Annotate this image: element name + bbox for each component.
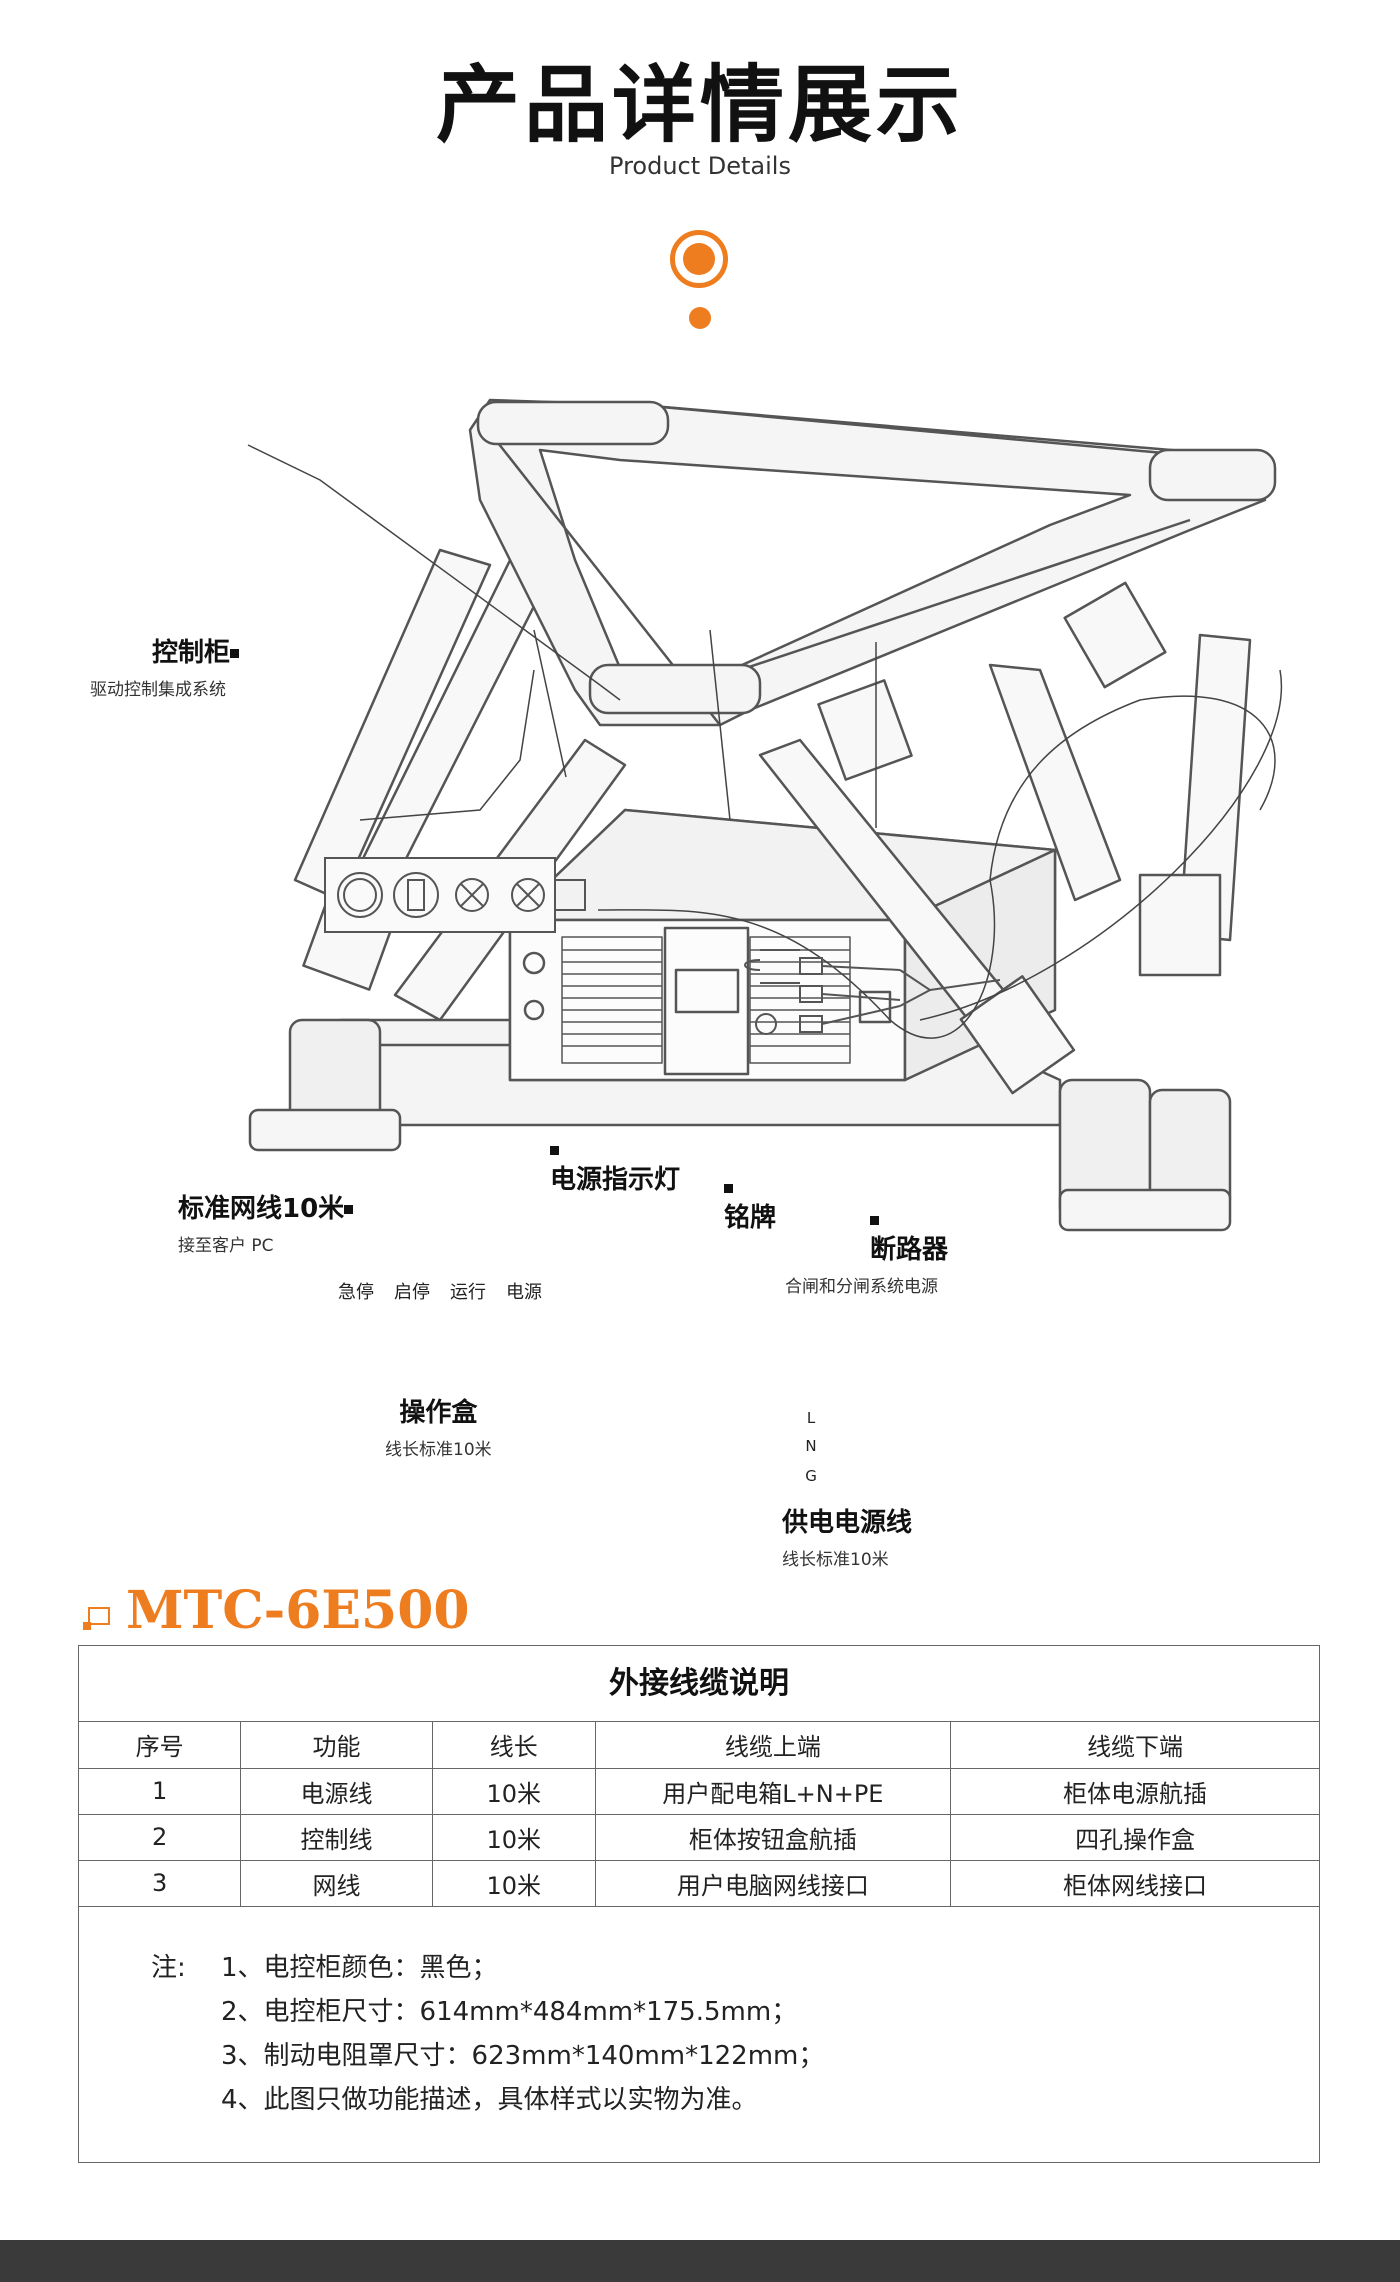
table-cell: 控制线 bbox=[240, 1814, 433, 1861]
table-row: 2 控制线 10米 柜体按钮盒航插 四孔操作盒 bbox=[79, 1814, 1319, 1861]
note-item: 1、电控柜颜色：黑色； bbox=[221, 1953, 498, 1983]
table-cell: 柜体网线接口 bbox=[950, 1860, 1319, 1907]
control-cabinet-box bbox=[508, 808, 1057, 1082]
power-cable-drawing bbox=[744, 949, 1001, 1035]
model-name: MTC-6E500 bbox=[126, 1580, 470, 1641]
table-cell: 3 bbox=[79, 1860, 241, 1907]
page-title: 产品详情展示 bbox=[435, 56, 964, 154]
callout-breaker: 断路器 合闸和分闸系统电源 bbox=[785, 1210, 948, 1297]
operation-box-drawing bbox=[324, 857, 586, 933]
table-header-row: 序号 功能 线长 线缆上端 线缆下端 bbox=[79, 1722, 1319, 1769]
wire-label: L bbox=[806, 1409, 816, 1427]
product-line-drawing bbox=[247, 398, 1283, 1232]
footer-bar bbox=[0, 2240, 1400, 2282]
window-icon bbox=[83, 1606, 110, 1630]
bullet-square-icon bbox=[230, 649, 240, 658]
leader-lines bbox=[247, 444, 1283, 1039]
callout-nameplate: 铭牌 bbox=[724, 1178, 776, 1234]
op-button-label: 电源 bbox=[506, 1282, 542, 1303]
callout-op-box: 操作盒 线长标准10米 bbox=[385, 1392, 492, 1460]
bullet-square-icon bbox=[870, 1216, 879, 1225]
table-header-cell: 功能 bbox=[240, 1722, 433, 1769]
wire-label: N bbox=[805, 1437, 817, 1455]
callout-power-cable-label: 供电电源线 bbox=[782, 1508, 913, 1538]
callout-network-cable-sub: 接至客户 PC bbox=[178, 1236, 274, 1256]
note-item: 3、制动电阻罩尺寸：623mm*140mm*122mm； bbox=[221, 2041, 825, 2071]
accent-ring-icon bbox=[670, 230, 728, 288]
top-platform bbox=[468, 398, 1277, 727]
model-heading: MTC-6E500 bbox=[83, 1580, 470, 1641]
note-item: 2、电控柜尺寸：614mm*484mm*175.5mm； bbox=[221, 1997, 798, 2027]
callout-power-light: 电源指示灯 bbox=[550, 1140, 680, 1196]
callout-control-cabinet-sub: 驱动控制集成系统 bbox=[90, 680, 226, 700]
page-subtitle: Product Details bbox=[609, 152, 791, 180]
callout-control-cabinet: 控制柜 驱动控制集成系统 bbox=[90, 632, 240, 700]
table-header-cell: 序号 bbox=[79, 1722, 241, 1769]
bullet-square-icon bbox=[724, 1184, 733, 1193]
table-row: 1 电源线 10米 用户配电箱L+N+PE 柜体电源航插 bbox=[79, 1768, 1319, 1815]
wire-label: G bbox=[805, 1467, 817, 1485]
table-cell: 柜体电源航插 bbox=[950, 1768, 1319, 1815]
table-row: 3 网线 10米 用户电脑网线接口 柜体网线接口 bbox=[79, 1860, 1319, 1907]
table-cell: 2 bbox=[79, 1814, 241, 1861]
callout-power-light-label: 电源指示灯 bbox=[550, 1165, 681, 1195]
callout-network-cable-label: 标准网线10米 bbox=[178, 1194, 345, 1224]
table-cell: 电源线 bbox=[240, 1768, 433, 1815]
table-cell: 1 bbox=[79, 1768, 241, 1815]
callout-power-cable: 供电电源线 线长标准10米 bbox=[782, 1502, 912, 1570]
callout-nameplate-label: 铭牌 bbox=[724, 1203, 777, 1233]
table-header-cell: 线长 bbox=[431, 1722, 596, 1769]
cable-table-panel: 外接线缆说明 序号 功能 线长 线缆上端 线缆下端 1 电源线 10米 用户配电… bbox=[78, 1645, 1320, 2163]
callout-op-box-label: 操作盒 bbox=[399, 1398, 478, 1428]
callout-breaker-label: 断路器 bbox=[870, 1235, 949, 1265]
notes-block: 注: 1、电控柜颜色：黑色； 2、电控柜尺寸：614mm*484mm*175.5m… bbox=[151, 1946, 824, 2122]
op-button-label: 运行 bbox=[450, 1282, 486, 1303]
table-cell: 10米 bbox=[431, 1814, 596, 1861]
bullet-square-icon bbox=[550, 1146, 559, 1155]
op-button-label: 急停 bbox=[338, 1282, 374, 1303]
table-header-cell: 线缆下端 bbox=[950, 1722, 1319, 1769]
cable-table-title: 外接线缆说明 bbox=[79, 1646, 1319, 1722]
op-button-label: 启停 bbox=[394, 1282, 430, 1303]
table-cell: 柜体按钮盒航插 bbox=[594, 1814, 951, 1861]
callout-power-cable-sub: 线长标准10米 bbox=[782, 1550, 889, 1570]
table-cell: 四孔操作盒 bbox=[950, 1814, 1319, 1861]
accent-dot-icon bbox=[689, 307, 711, 329]
table-cell: 10米 bbox=[431, 1768, 596, 1815]
note-item: 4、此图只做功能描述，具体样式以实物为准。 bbox=[221, 2085, 758, 2115]
callout-breaker-sub: 合闸和分闸系统电源 bbox=[785, 1277, 938, 1297]
table-cell: 网线 bbox=[240, 1860, 433, 1907]
table-header-cell: 线缆上端 bbox=[594, 1722, 951, 1769]
table-cell: 用户电脑网线接口 bbox=[594, 1860, 951, 1907]
table-cell: 10米 bbox=[431, 1860, 596, 1907]
bullet-square-icon bbox=[344, 1205, 354, 1214]
table-cell: 用户配电箱L+N+PE bbox=[594, 1768, 951, 1815]
callout-op-box-sub: 线长标准10米 bbox=[385, 1440, 492, 1460]
callout-control-cabinet-label: 控制柜 bbox=[152, 638, 231, 668]
cable-table: 序号 功能 线长 线缆上端 线缆下端 1 电源线 10米 用户配电箱L+N+PE… bbox=[79, 1722, 1319, 1907]
notes-head: 注: bbox=[151, 1953, 186, 1983]
callout-network-cable: 标准网线10米 接至客户 PC bbox=[178, 1188, 354, 1256]
